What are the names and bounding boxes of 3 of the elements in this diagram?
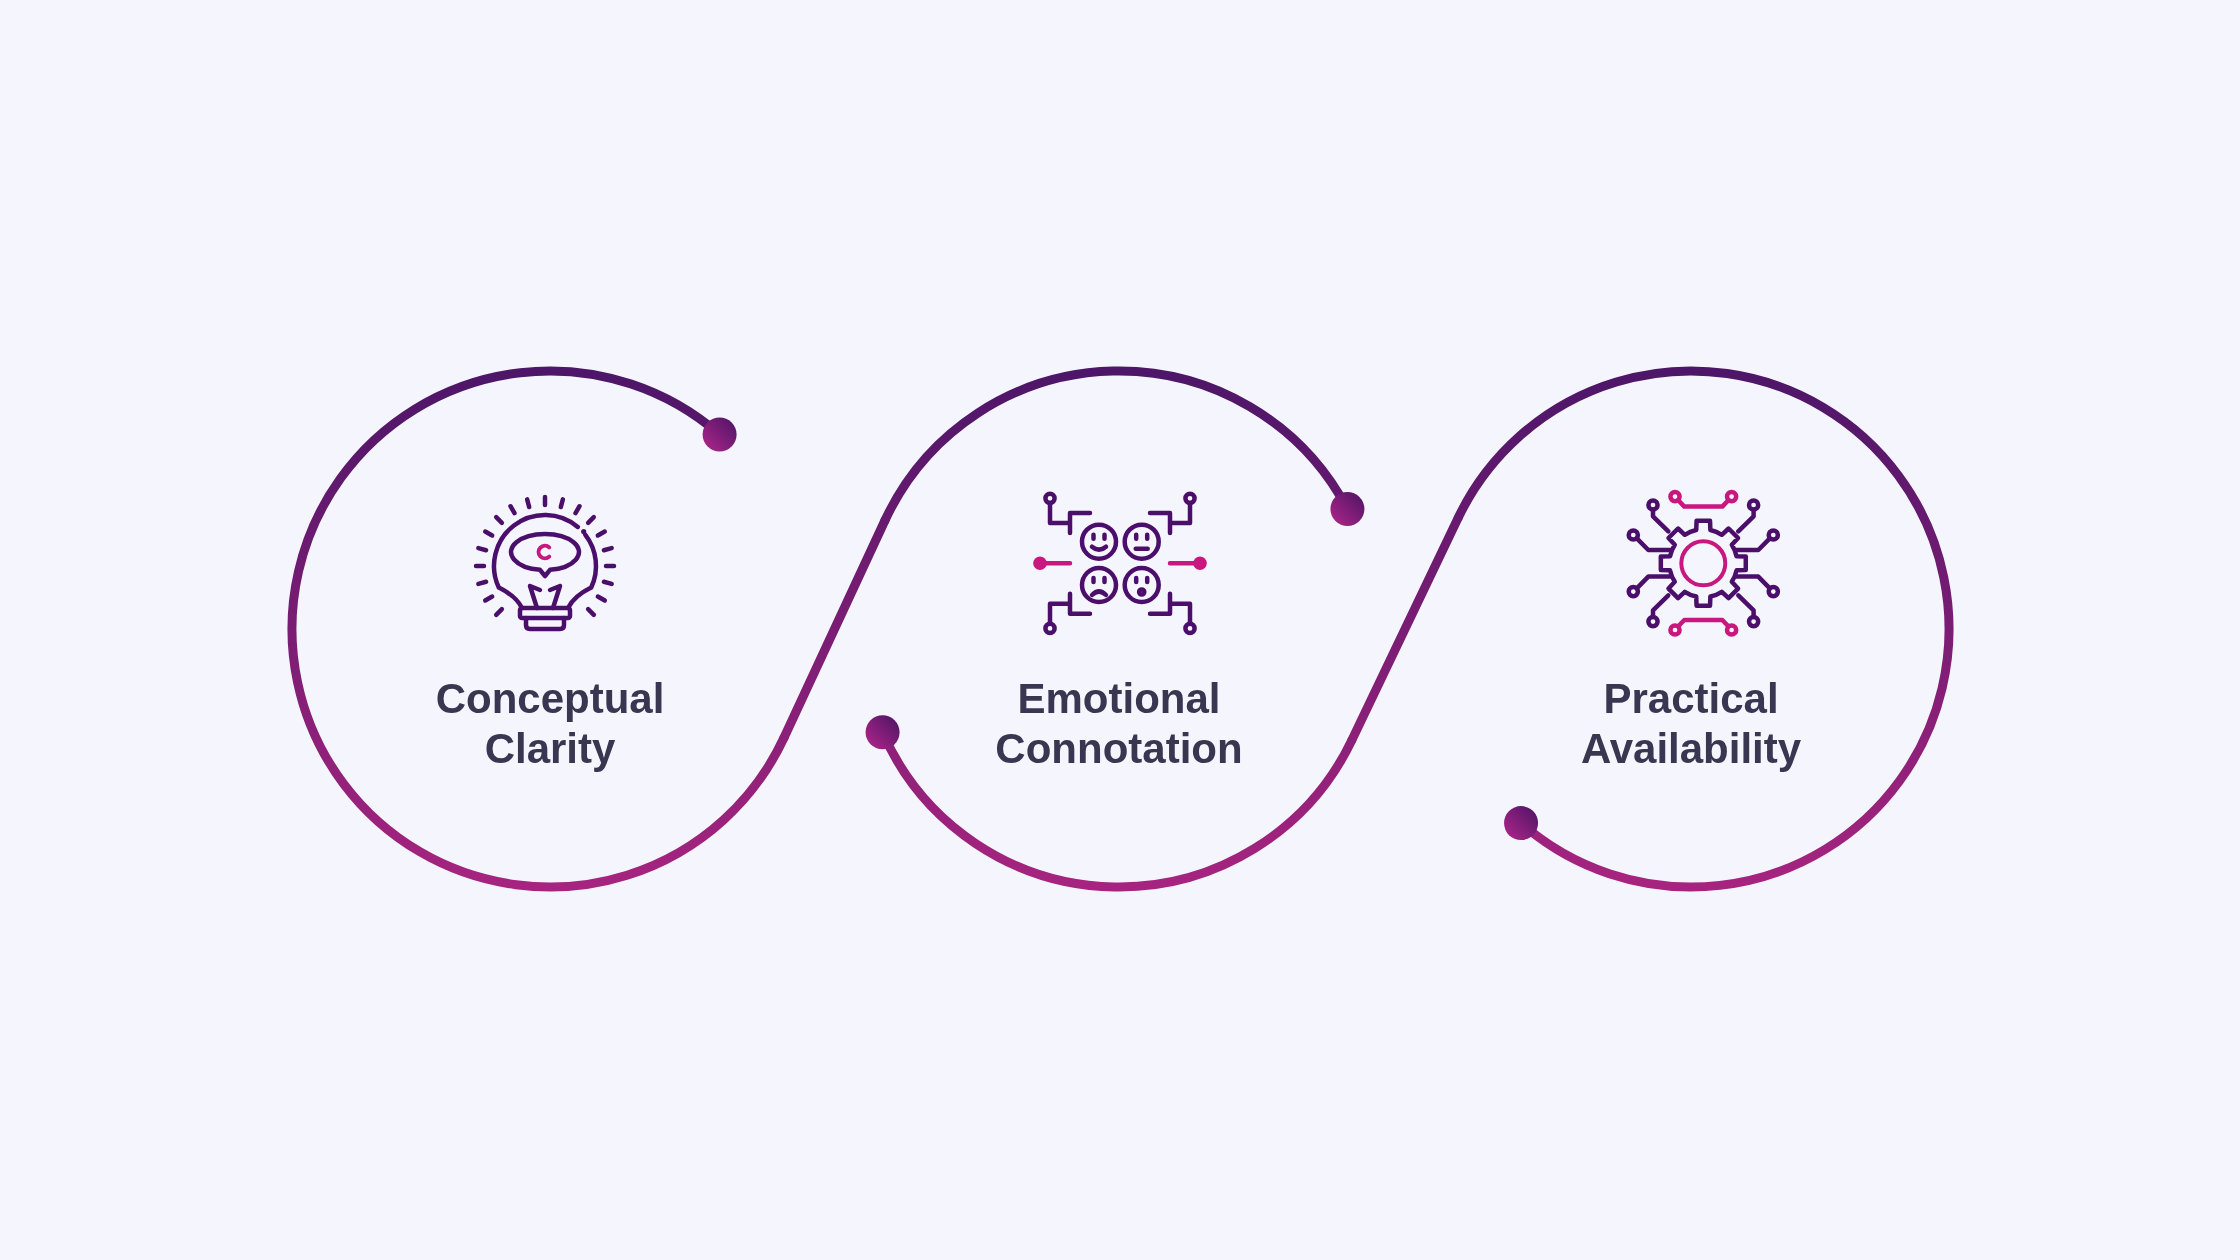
node-label: Practical Availability bbox=[1579, 674, 1803, 774]
node-label: Conceptual Clarity bbox=[434, 674, 666, 774]
node-label: Emotional Connotation bbox=[994, 674, 1244, 774]
